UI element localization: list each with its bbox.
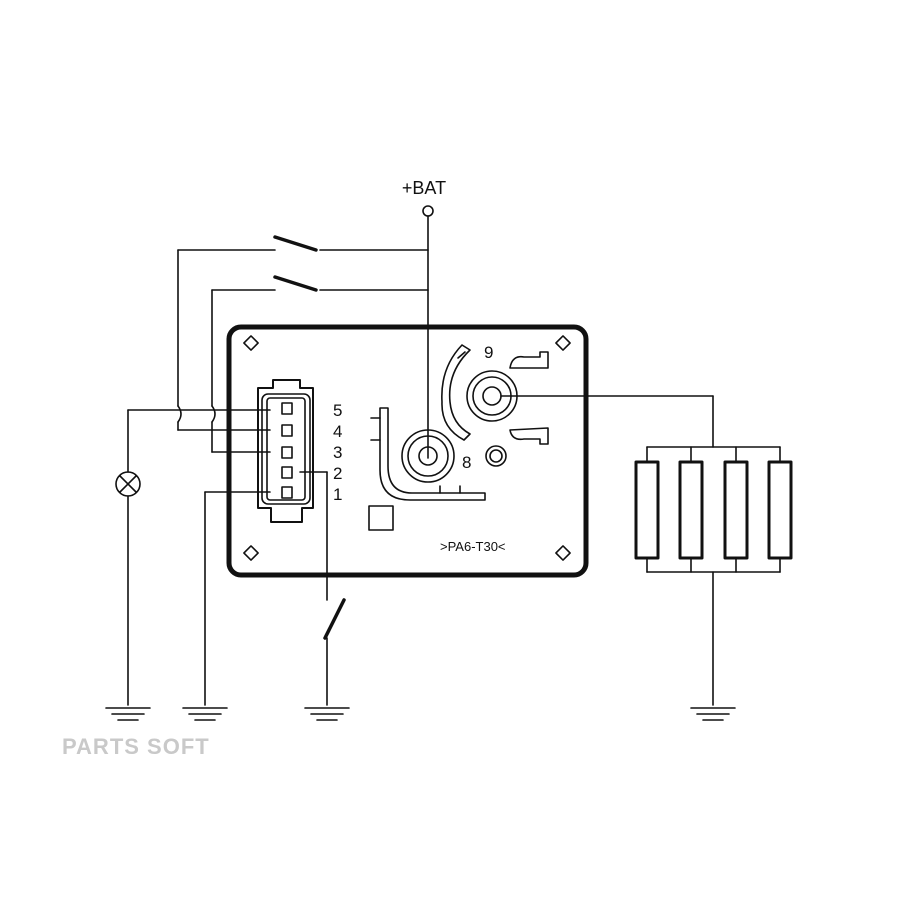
- model-label: >PA6-T30<: [440, 539, 506, 554]
- heating-element: [767, 446, 793, 573]
- pin-label-4: 4: [333, 422, 342, 441]
- heating-element: [678, 446, 704, 573]
- upper-switch: [177, 235, 429, 431]
- ground-symbol-icon: [690, 707, 736, 721]
- indicator-lamp-circuit: [127, 409, 271, 706]
- terminal-label-9: 9: [484, 343, 493, 362]
- terminal-8: [370, 407, 507, 501]
- lower-switch: [211, 275, 429, 453]
- ground-symbol-icon: [105, 707, 151, 721]
- terminal-9: [441, 344, 549, 445]
- pin-label-2: 2: [333, 464, 342, 483]
- load-circuit: [500, 395, 781, 706]
- battery-terminal: [422, 205, 434, 459]
- pin-connector: [257, 379, 314, 523]
- battery-label: +BAT: [402, 178, 446, 198]
- pin2-switch-circuit: [299, 471, 346, 706]
- watermark: PARTS SOFT: [62, 734, 210, 759]
- pin-label-3: 3: [333, 443, 342, 462]
- terminal-label-8: 8: [462, 453, 471, 472]
- pin1-ground-wire: [204, 491, 271, 706]
- indicator-lamp-icon: [115, 471, 141, 497]
- heating-element: [723, 446, 749, 573]
- pin-label-1: 1: [333, 485, 342, 504]
- heating-element: [634, 446, 660, 573]
- pin-label-5: 5: [333, 401, 342, 420]
- relay-module: [226, 324, 589, 578]
- ground-symbol-icon: [304, 707, 350, 721]
- ground-symbol-icon: [182, 707, 228, 721]
